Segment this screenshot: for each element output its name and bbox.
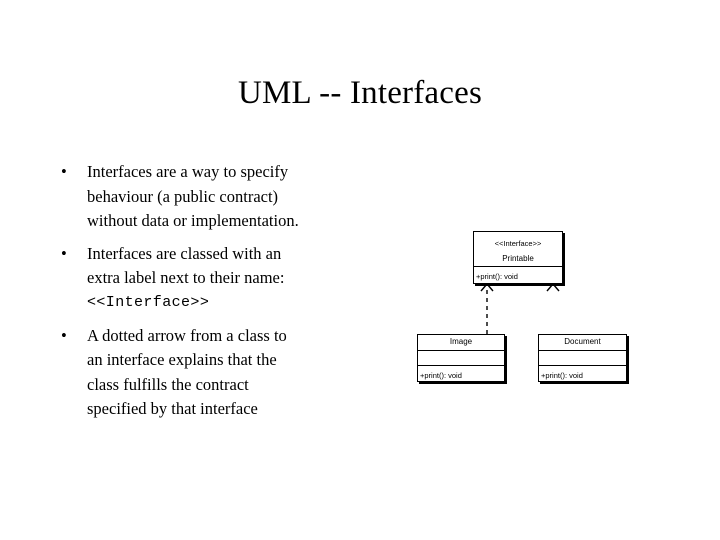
class-attributes-compartment [539, 350, 626, 365]
text-line: Interfaces are classed with an [87, 243, 282, 263]
interface-method-label: +print(): void [474, 266, 562, 284]
text-line: class fulfills the contract [87, 374, 249, 394]
text-line: behaviour (a public contract) [87, 186, 279, 206]
class-name-label: Document [564, 337, 601, 346]
uml-class-diagram: <<Interface>> Printable +print(): void I… [400, 220, 660, 400]
text-line: specified by that interface [87, 399, 258, 419]
list-item-text: Interfaces are a way to specify behaviou… [87, 160, 356, 234]
interface-stereotype-label: <<Interface>> [494, 239, 542, 248]
list-item: • A dotted arrow from a class to an inte… [56, 324, 356, 422]
bullet-marker-icon: • [61, 325, 67, 345]
text-line: A dotted arrow from a class to [87, 325, 287, 345]
bullet-marker-icon: • [61, 243, 67, 263]
uml-interface-printable[interactable]: <<Interface>> Printable +print(): void [473, 231, 563, 284]
open-triangle-arrowhead-icon [480, 282, 494, 292]
class-method-label: +print(): void [539, 365, 626, 382]
text-line: Interfaces are a way to specify [87, 162, 289, 181]
bullet-list: • Interfaces are a way to specify behavi… [56, 160, 356, 430]
bullet-marker-icon: • [61, 162, 67, 181]
text-line: an interface explains that the [87, 350, 277, 370]
list-item-text: Interfaces are classed with an extra lab… [87, 242, 356, 316]
uml-class-document[interactable]: Document +print(): void [538, 334, 627, 382]
list-item-text: A dotted arrow from a class to an interf… [87, 324, 356, 422]
code-line-interface-stereotype: <<Interface>> [87, 293, 210, 311]
uml-class-image[interactable]: Image +print(): void [417, 334, 505, 382]
list-item: • Interfaces are a way to specify behavi… [56, 160, 356, 234]
class-method-label: +print(): void [418, 365, 504, 382]
interface-name-compartment: <<Interface>> Printable [474, 232, 562, 266]
open-triangle-arrowhead-icon [546, 282, 560, 292]
class-attributes-compartment [418, 350, 504, 365]
page-title: UML -- Interfaces [237, 75, 483, 111]
text-line: without data or implementation. [87, 211, 299, 231]
text-line: extra label next to their name: [87, 268, 285, 288]
interface-name-label: Printable [502, 254, 534, 263]
class-name-label: Image [449, 337, 473, 346]
list-item: • Interfaces are classed with an extra l… [56, 242, 356, 316]
